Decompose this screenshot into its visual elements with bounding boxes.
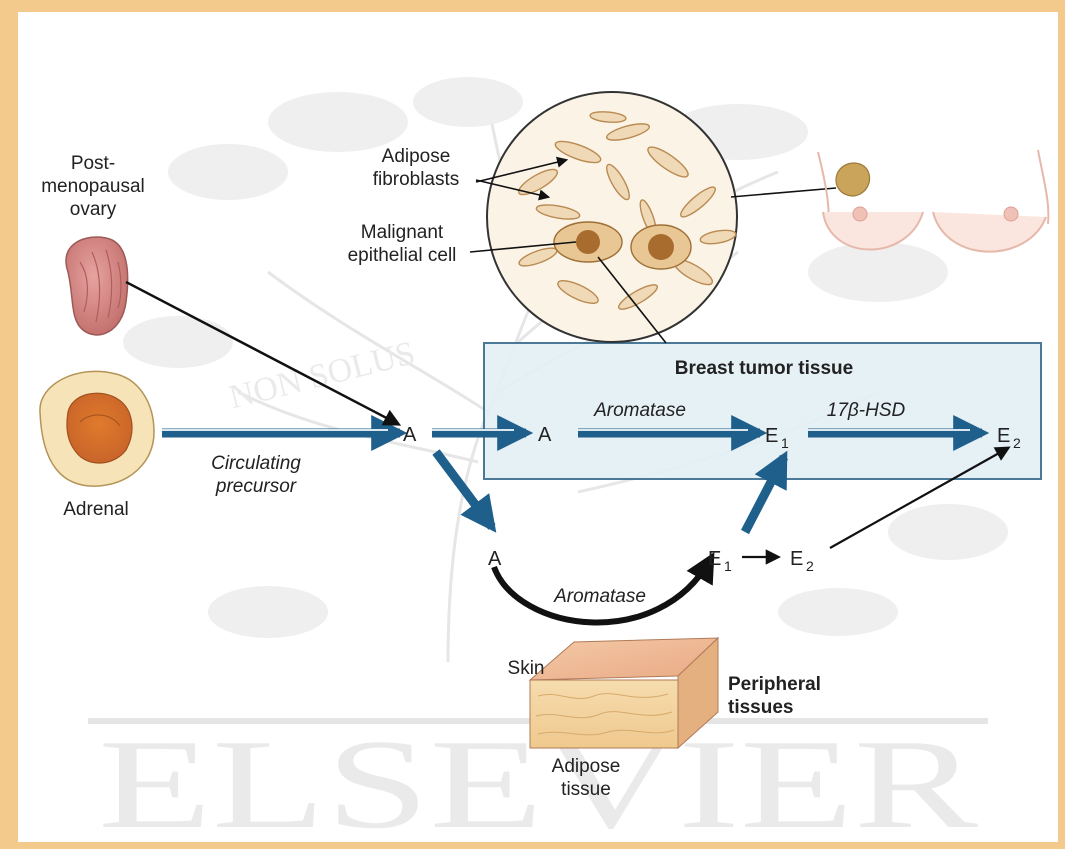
node-e1-tumor: E xyxy=(765,425,778,447)
node-e1-peripheral: E xyxy=(708,548,721,570)
node-a-circulating: A xyxy=(403,424,417,446)
adrenal-illustration xyxy=(40,371,154,486)
node-e2-peripheral: E xyxy=(790,548,803,570)
tissue-micrograph-inset xyxy=(487,92,737,342)
malignant-cell-label-line1: Malignant xyxy=(361,222,444,243)
skin-label: Skin xyxy=(508,658,545,679)
adipose-tissue-label-line2: tissue xyxy=(561,779,611,800)
hsd-enzyme-label: 17β-HSD xyxy=(827,400,906,421)
node-e2-tumor-subscript: 2 xyxy=(1013,435,1021,451)
circulating-label-line2: precursor xyxy=(215,476,297,497)
adrenal-label: Adrenal xyxy=(63,499,129,520)
aromatase-peripheral-label: Aromatase xyxy=(553,586,646,607)
ovary-label-line3: ovary xyxy=(70,199,117,220)
node-a-peripheral: A xyxy=(488,548,502,570)
malignant-cell-label-line2: epithelial cell xyxy=(348,245,457,266)
aromatase-tumor-label: Aromatase xyxy=(593,400,686,421)
adipose-tissue-label-line1: Adipose xyxy=(552,756,621,777)
adipose-fibroblasts-label-line2: fibroblasts xyxy=(373,169,460,190)
circulating-label-line1: Circulating xyxy=(211,453,301,474)
ovary-label-line2: menopausal xyxy=(41,176,145,197)
adipose-fibroblasts-label-line1: Adipose xyxy=(382,146,451,167)
ovary-label-line1: Post- xyxy=(71,153,115,174)
node-e2-peripheral-subscript: 2 xyxy=(806,558,814,574)
slide-canvas: NON SOLUS ELSEVIER Breast tumor tissue P… xyxy=(18,12,1058,842)
tumor-tissue-title: Breast tumor tissue xyxy=(675,358,853,379)
node-e1-peripheral-subscript: 1 xyxy=(724,558,732,574)
node-e1-tumor-subscript: 1 xyxy=(781,435,789,451)
node-e2-tumor: E xyxy=(997,425,1010,447)
peripheral-tissue-block xyxy=(530,638,722,748)
peripheral-tissues-label-line1: Peripheral xyxy=(728,674,821,695)
watermark-motto: NON SOLUS xyxy=(225,335,418,417)
ovary-illustration xyxy=(66,237,128,335)
aromatase-pathway-diagram: NON SOLUS ELSEVIER Breast tumor tissue P… xyxy=(18,12,1058,842)
breast-illustration xyxy=(818,150,1048,252)
peripheral-tissues-label-line2: tissues xyxy=(728,697,793,718)
node-a-tumor: A xyxy=(538,424,552,446)
